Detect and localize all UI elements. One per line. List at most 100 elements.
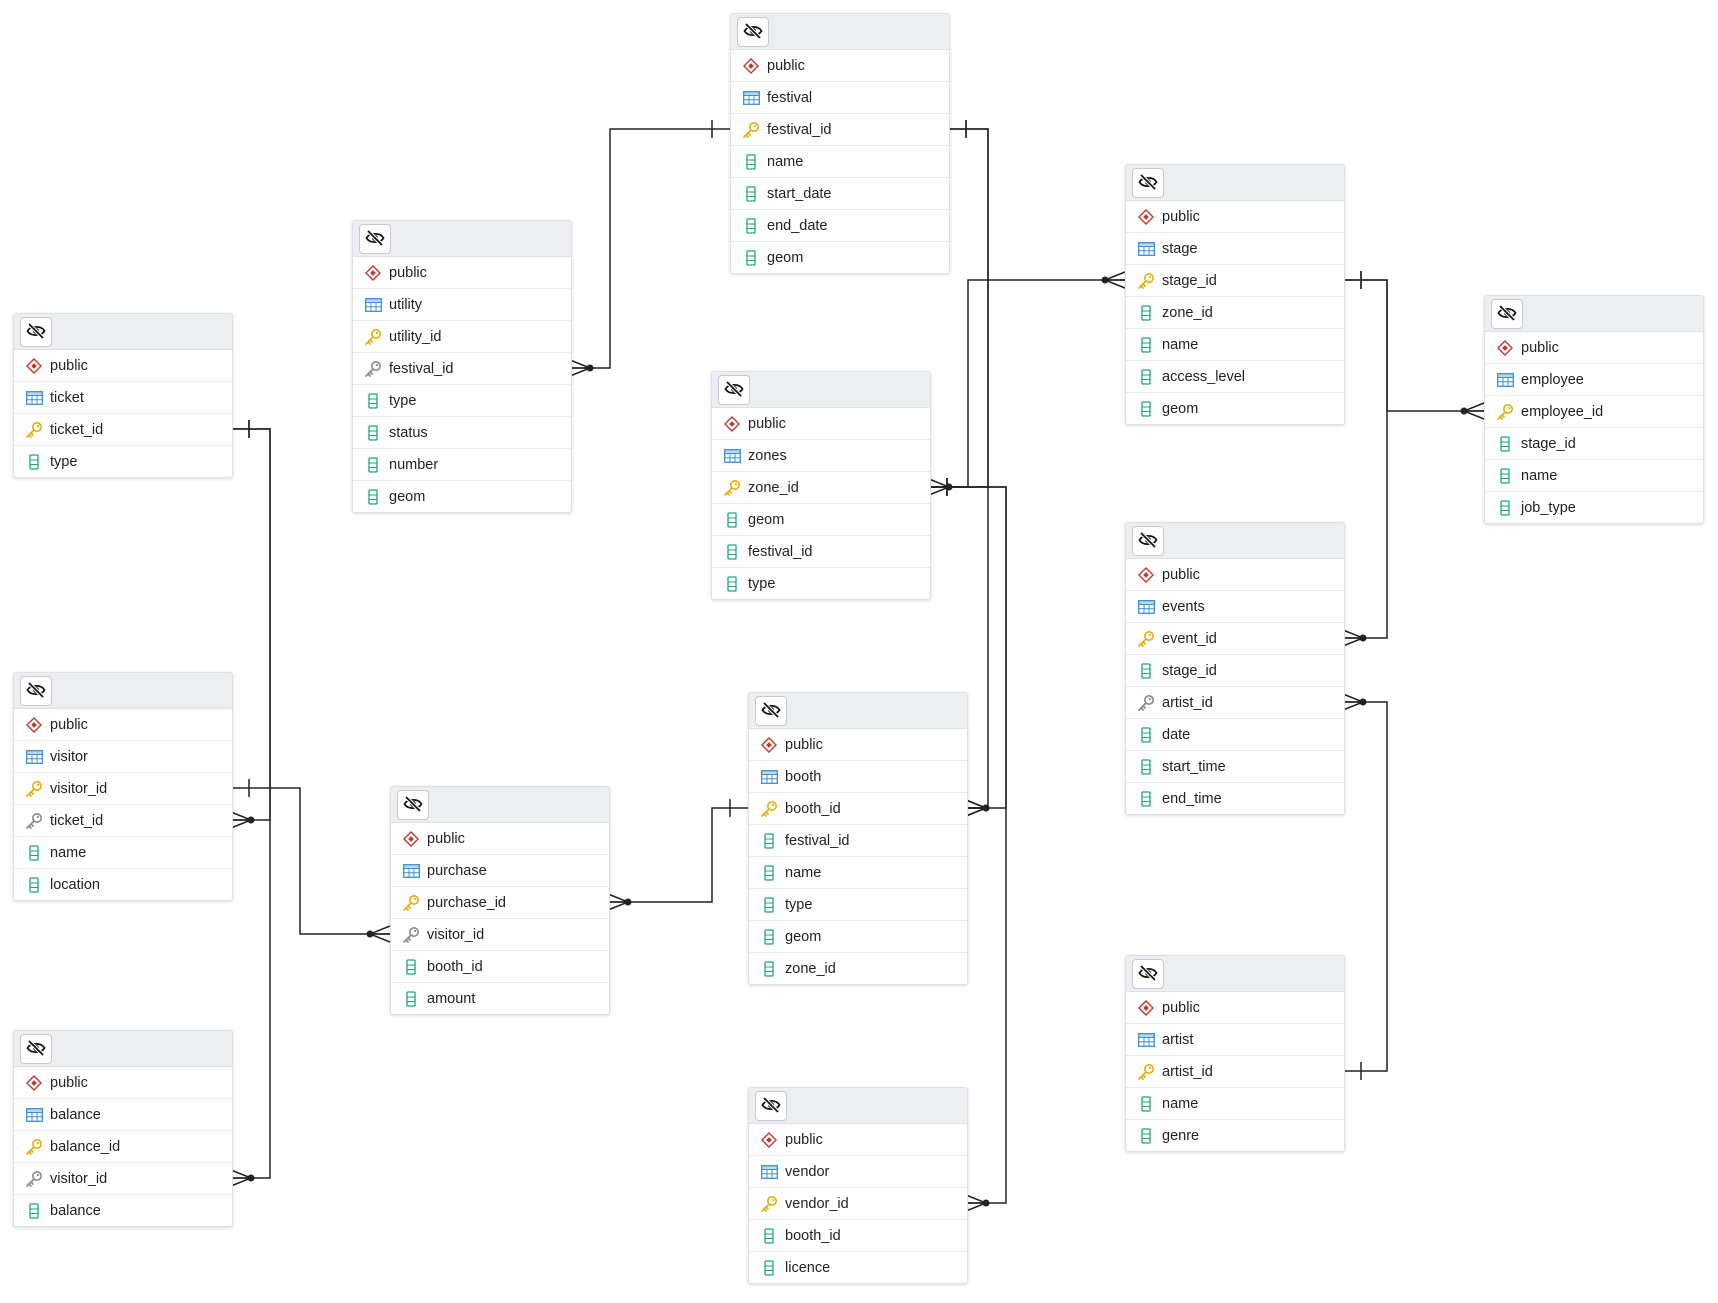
column-row[interactable]: amount	[391, 983, 609, 1014]
column-row[interactable]: utility_id	[353, 321, 571, 353]
table-name: visitor	[50, 748, 88, 765]
column-name: festival_id	[767, 121, 832, 138]
column-row[interactable]: access_level	[1126, 361, 1344, 393]
eye-slash-icon[interactable]	[20, 317, 52, 347]
table-header	[14, 314, 232, 350]
column-row[interactable]: name	[731, 146, 949, 178]
column-row[interactable]: name	[1126, 1088, 1344, 1120]
relationship-line	[569, 120, 730, 377]
column-row[interactable]: booth_id	[749, 793, 967, 825]
column-name: status	[389, 424, 428, 441]
column-row[interactable]: geom	[749, 921, 967, 953]
column-row[interactable]: balance	[14, 1195, 232, 1226]
eye-slash-icon[interactable]	[755, 696, 787, 726]
column-row[interactable]: geom	[1126, 393, 1344, 424]
column-row[interactable]: name	[749, 857, 967, 889]
column-row[interactable]: visitor_id	[391, 919, 609, 951]
column-row[interactable]: balance_id	[14, 1131, 232, 1163]
column-icon	[742, 217, 760, 235]
column-row[interactable]: name	[14, 837, 232, 869]
column-row[interactable]: employee_id	[1485, 396, 1703, 428]
eye-slash-icon[interactable]	[1132, 526, 1164, 556]
eye-slash-icon[interactable]	[359, 224, 391, 254]
column-row[interactable]: festival_id	[712, 536, 930, 568]
table-name-row: employee	[1485, 364, 1703, 396]
eye-slash-icon[interactable]	[1132, 168, 1164, 198]
column-row[interactable]: event_id	[1126, 623, 1344, 655]
column-row[interactable]: name	[1126, 329, 1344, 361]
column-row[interactable]: purchase_id	[391, 887, 609, 919]
column-row[interactable]: stage_id	[1126, 265, 1344, 297]
column-row[interactable]: festival_id	[353, 353, 571, 385]
column-row[interactable]: name	[1485, 460, 1703, 492]
schema-row: public	[1126, 201, 1344, 233]
column-row[interactable]: status	[353, 417, 571, 449]
schema-label: public	[50, 1074, 88, 1091]
column-row[interactable]: booth_id	[391, 951, 609, 983]
eye-slash-icon[interactable]	[1491, 299, 1523, 329]
column-icon	[1137, 336, 1155, 354]
column-row[interactable]: visitor_id	[14, 1163, 232, 1195]
column-row[interactable]: vendor_id	[749, 1188, 967, 1220]
column-row[interactable]: artist_id	[1126, 1056, 1344, 1088]
column-row[interactable]: geom	[353, 481, 571, 512]
eye-slash-icon[interactable]	[397, 790, 429, 820]
table-header	[731, 14, 949, 50]
column-row[interactable]: date	[1126, 719, 1344, 751]
column-row[interactable]: geom	[731, 242, 949, 273]
column-row[interactable]: booth_id	[749, 1220, 967, 1252]
column-row[interactable]: stage_id	[1485, 428, 1703, 460]
column-row[interactable]: end_time	[1126, 783, 1344, 814]
table-name: utility	[389, 296, 423, 313]
column-row[interactable]: licence	[749, 1252, 967, 1283]
eye-slash-icon[interactable]	[755, 1091, 787, 1121]
column-icon	[742, 185, 760, 203]
column-row[interactable]: artist_id	[1126, 687, 1344, 719]
column-row[interactable]: type	[712, 568, 930, 599]
column-row[interactable]: end_date	[731, 210, 949, 242]
column-row[interactable]: festival_id	[731, 114, 949, 146]
column-row[interactable]: zone_id	[712, 472, 930, 504]
column-row[interactable]: ticket_id	[14, 414, 232, 446]
relationship-line	[1343, 271, 1485, 420]
column-row[interactable]: geom	[712, 504, 930, 536]
column-row[interactable]: location	[14, 869, 232, 900]
column-row[interactable]: visitor_id	[14, 773, 232, 805]
column-row[interactable]: zone_id	[1126, 297, 1344, 329]
column-row[interactable]: type	[749, 889, 967, 921]
eye-slash-icon[interactable]	[1132, 959, 1164, 989]
column-icon	[402, 990, 420, 1008]
column-icon	[760, 928, 778, 946]
column-row[interactable]: stage_id	[1126, 655, 1344, 687]
column-row[interactable]: start_time	[1126, 751, 1344, 783]
eye-slash-icon[interactable]	[737, 17, 769, 47]
column-row[interactable]: ticket_id	[14, 805, 232, 837]
table-name: employee	[1521, 371, 1584, 388]
table-header	[712, 372, 930, 408]
column-row[interactable]: job_type	[1485, 492, 1703, 523]
column-row[interactable]: zone_id	[749, 953, 967, 984]
column-row[interactable]: festival_id	[749, 825, 967, 857]
eye-slash-icon[interactable]	[20, 1034, 52, 1064]
eye-slash-icon[interactable]	[20, 676, 52, 706]
column-row[interactable]: number	[353, 449, 571, 481]
column-row[interactable]: type	[14, 446, 232, 477]
column-row[interactable]: start_date	[731, 178, 949, 210]
column-row[interactable]: type	[353, 385, 571, 417]
eye-slash-icon[interactable]	[718, 375, 750, 405]
column-row[interactable]: genre	[1126, 1120, 1344, 1151]
column-icon	[723, 543, 741, 561]
